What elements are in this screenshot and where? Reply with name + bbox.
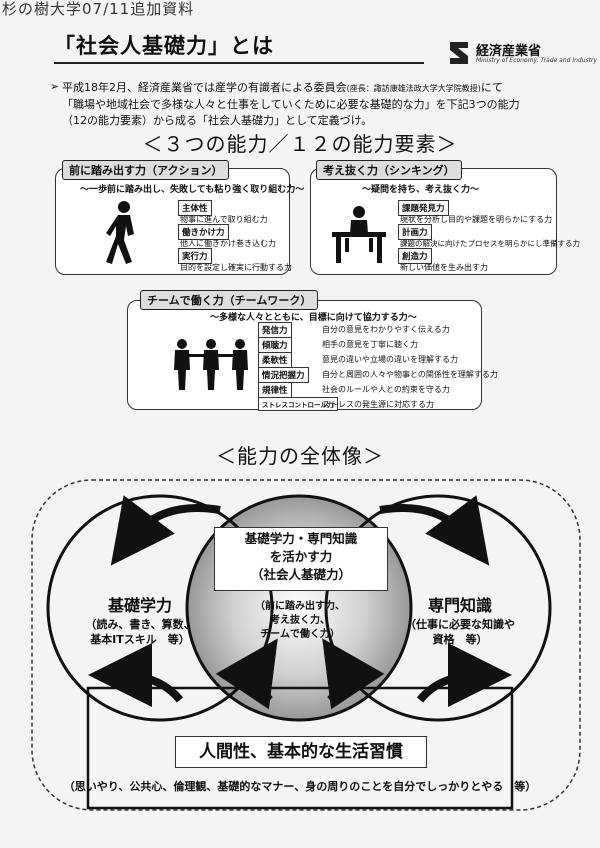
thinking-item-label: 創造力 (398, 248, 432, 264)
action-item-desc: 他人に働きかけ巻き込む力 (180, 239, 276, 248)
teamwork-item-label: 発信力 (258, 322, 292, 338)
page-title: 「社会人基礎力」とは (54, 34, 274, 58)
walking-person-icon (106, 201, 134, 264)
right-desc-line1: （仕事に必要な知識や (405, 618, 515, 631)
left-circle-description: （読み、書き、算数、 基本ITスキル 等） (70, 617, 210, 647)
thinking-item-desc: 新しい価値を生み出す力 (400, 263, 488, 272)
thinking-item-label: 課題発見力 (398, 200, 449, 216)
intro-line2: 「職場や地域社会で多様な人々と仕事をしていくために必要な基礎的な力」を下記3つの… (62, 98, 520, 111)
left-desc-line2: 基本ITスキル 等） (90, 633, 190, 646)
action-item-label: 実行力 (178, 248, 212, 264)
right-circle-description: （仕事に必要な知識や 資格 等） (385, 617, 535, 647)
teamwork-item-label: ストレスコントロール力 (258, 397, 338, 411)
arrow-bottom-center-right (322, 638, 385, 710)
action-subtitle: ～一歩前に踏み出し、失敗しても粘り強く取り組む力～ (80, 185, 305, 195)
action-tag: 前に踏み出す力（アクション） (62, 160, 230, 180)
center-line1: 基礎学力・専門知識 (244, 531, 358, 546)
section-three-abilities: ＜３つの能力／１２の能力要素＞ (142, 132, 458, 156)
team-people-icon (174, 339, 248, 390)
left-desc-line1: （読み、書き、算数、 (85, 618, 195, 631)
thinking-item-desc: 課題の解決に向けたプロセスを明らかにし準備する力 (400, 239, 580, 248)
right-desc-line2: 資格 等） (432, 633, 488, 646)
arrow-top-right (379, 495, 490, 566)
center-desc-line3: チームで働く力） (260, 629, 340, 640)
arrow-bottom-center-left (215, 638, 278, 710)
teamwork-item-label: 傾聴力 (258, 337, 292, 353)
teamwork-item-desc: 意見の違いや立場の違いを理解する力 (322, 355, 458, 364)
action-item-desc: 物事に進んで取り組む力 (180, 215, 268, 224)
teamwork-item-desc: 相手の意見を丁寧に聴く力 (322, 340, 418, 349)
thinking-subtitle: ～疑問を持ち、考え抜く力～ (362, 185, 480, 195)
teamwork-item-desc: ストレスの発生源に対応する力 (322, 400, 434, 409)
teamwork-item-desc: 自分の意見をわかりやすく伝える力 (322, 325, 450, 334)
action-item-label: 主体性 (178, 200, 212, 216)
outer-dashed-boundary (31, 479, 581, 811)
intro-text: 平成18年2月、経済産業省では産学の有識者による委員会(座長：諏訪康雄法政大学大… (62, 80, 582, 129)
teamwork-tag: チームで働く力（チームワーク） (140, 290, 319, 310)
center-desc-line1: （前に踏み出す力、 (255, 601, 345, 612)
thinking-item-desc: 現状を分析し目的や課題を明らかにする力 (400, 215, 553, 224)
section-overview: ＜能力の全体像＞ (216, 444, 384, 468)
teamwork-item-label: 情況把握力 (258, 367, 309, 383)
logo-subtitle: Ministry of Economy, Trade and Industry (476, 57, 598, 64)
teamwork-item-label: 柔軟性 (258, 352, 292, 368)
meti-logo-icon (450, 42, 468, 64)
bullet-icon: ➢ (50, 80, 60, 93)
teamwork-item-label: 規律性 (258, 382, 292, 398)
intro-line3: （12の能力要素）から成る「社会人基礎力」として定義づけ。 (62, 114, 373, 127)
arrow-top-left (110, 495, 221, 566)
intro-line1: 平成18年2月、経済産業省では産学の有識者による委員会 (62, 81, 347, 94)
thinking-item-label: 計画力 (398, 224, 432, 240)
intro-note: (座長：諏訪康雄法政大学大学院教授) (346, 84, 481, 93)
arrow-bottom-left (88, 643, 184, 708)
thinking-tag: 考え抜く力（シンキング） (316, 160, 462, 180)
thinking-person-icon (332, 206, 386, 263)
intro-line1-end: にて (480, 81, 503, 94)
action-box (55, 168, 290, 275)
base-description: （思いやり、公共心、倫理観、基礎的なマナー、身の周りのことを自分でしっかりとやる… (63, 780, 537, 793)
left-circle-title: 基礎学力 (107, 596, 172, 615)
logo-name: 経済産業省 (476, 44, 542, 59)
center-description: （前に踏み出す力、 考え抜く力、 チームで働く力） (224, 600, 376, 642)
center-label-box: 基礎学力・専門知識 を活かす力 （社会人基礎力） (214, 527, 388, 591)
arrow-bottom-right (416, 643, 512, 708)
header-text: 杉の樹大学07/11追加資料 (2, 0, 195, 18)
center-line2: を活かす力 (269, 549, 333, 564)
base-title: 人間性、基本的な生活習慣 (175, 736, 427, 768)
center-desc-line2: 考え抜く力、 (270, 615, 330, 626)
teamwork-subtitle: ～多様な人々とともに、目標に向けて協力する力～ (210, 313, 417, 323)
base-frame (86, 686, 514, 810)
center-line3: （社会人基礎力） (250, 567, 351, 582)
title-underline (54, 62, 424, 64)
action-item-desc: 目的を設定し確実に行動する力 (180, 263, 292, 272)
right-circle-title: 専門知識 (427, 596, 492, 615)
teamwork-item-desc: 社会のルールや人との約束を守る力 (322, 385, 450, 394)
teamwork-item-desc: 自分と周囲の人々や物事との関係性を理解する力 (322, 370, 498, 379)
action-item-label: 働きかけ力 (178, 224, 229, 240)
